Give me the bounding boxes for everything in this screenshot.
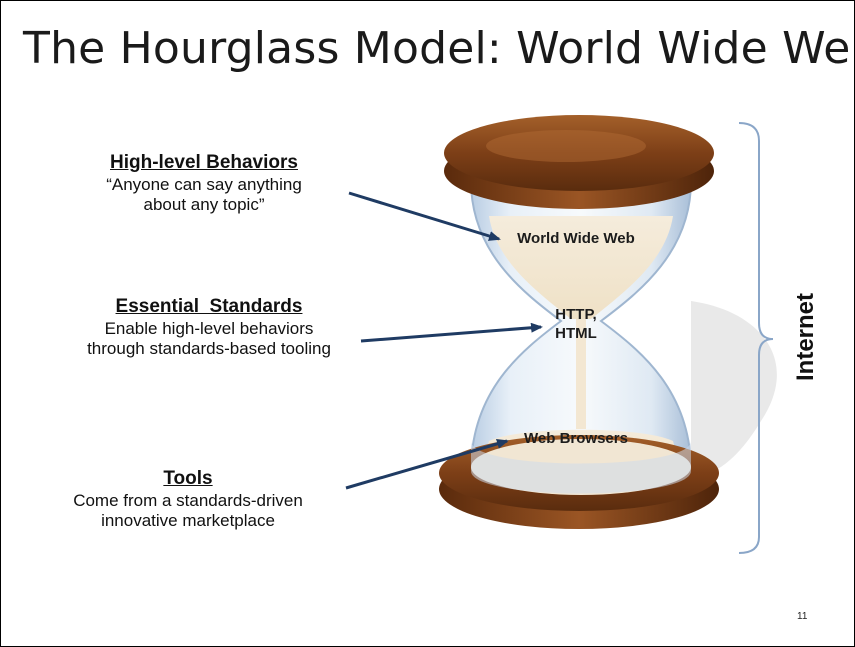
block-text-line: Enable high-level behaviors [104, 319, 314, 338]
block-heading: Essential Standards [115, 296, 303, 317]
block-text-line: about any topic” [143, 195, 265, 214]
block-text-line: through standards-based tooling [87, 339, 331, 358]
arrow-to-browsers [345, 439, 509, 490]
internet-bracket [738, 122, 774, 554]
label-web-browsers: Web Browsers [524, 430, 628, 447]
page-title: The Hourglass Model: World Wide Web [23, 23, 855, 74]
hourglass-shadow [691, 301, 777, 475]
label-line: HTTP, [555, 306, 597, 323]
block-text-line: innovative marketplace [101, 511, 275, 530]
sand-top [489, 216, 673, 319]
tools-block: Tools Come from a standards-driven innov… [23, 467, 353, 531]
arrow-to-http [360, 322, 543, 343]
sand-stream [576, 319, 586, 429]
label-world-wide-web: World Wide Web [517, 230, 635, 247]
page-number: 11 [797, 611, 808, 622]
label-http-html: HTTP, HTML [531, 305, 621, 343]
essential-standards-block: Essential Standards Enable high-level be… [29, 295, 389, 359]
internet-label: Internet [792, 292, 819, 381]
block-text-line: Come from a standards-driven [73, 491, 303, 510]
label-line: HTML [555, 325, 597, 342]
arrow-to-web [348, 191, 501, 241]
glass-base-rim [471, 441, 691, 494]
top-plate-grain [486, 130, 646, 162]
block-heading: Tools [163, 468, 213, 489]
high-level-behaviors-block: High-level Behaviors “Anyone can say any… [49, 151, 359, 215]
block-heading: High-level Behaviors [110, 152, 298, 173]
block-text-line: “Anyone can say anything [106, 175, 302, 194]
